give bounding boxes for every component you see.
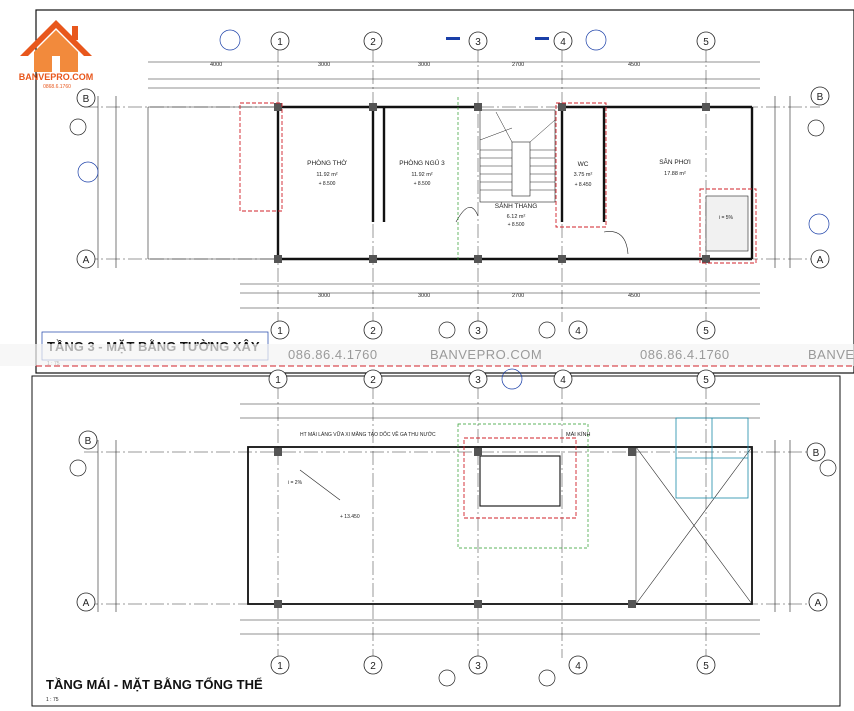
axis-5-bot: 5 <box>703 326 709 337</box>
callout-tags <box>77 29 830 235</box>
detail-box-bottom <box>463 437 577 519</box>
logo-brand: BANVEPRO.COM <box>18 72 94 82</box>
slope-bottom: i = 2% <box>288 480 303 486</box>
dim-bot-1: 3000 <box>318 293 330 299</box>
dim-top-5: 4500 <box>628 62 640 68</box>
room-level-1: + 8.500 <box>319 181 336 187</box>
axis-4-bot: 4 <box>575 326 581 337</box>
axis-2-top-b: 2 <box>370 375 376 386</box>
axis-1-bot: 1 <box>277 326 283 337</box>
columns-bottom <box>274 448 636 608</box>
room-area-1: 11.92 m² <box>316 172 337 178</box>
axis-4-bot-b: 4 <box>575 661 581 672</box>
room-name-5: SÂN PHƠI <box>659 157 691 166</box>
watermark-text: 086.86.4.1760 BANVEPRO.COM 086.86.4.1760… <box>288 347 854 362</box>
axis-bubbles-bottom <box>76 369 828 675</box>
axis-3-bot: 3 <box>475 326 481 337</box>
wm-phone-1: 086.86.4.1760 <box>288 347 378 362</box>
room-level-3: + 8.500 <box>508 222 525 228</box>
detail-boxes-top <box>239 102 757 264</box>
grid-lines-top <box>84 48 820 322</box>
dimension-text-top: 4000 3000 3000 2700 4500 3000 3000 2700 … <box>210 62 640 299</box>
axis-a-right-b: A <box>815 598 822 609</box>
columns-top <box>274 103 710 263</box>
roof-level: + 13.450 <box>340 514 360 520</box>
axis-3-bot-b: 3 <box>475 661 481 672</box>
axis-bubbles-top <box>76 31 830 340</box>
top-frame <box>35 9 854 374</box>
green-box-bottom <box>457 423 589 549</box>
room-labels-top: PHÒNG THỜ 11.92 m² + 8.500 PHÒNG NGỦ 3 1… <box>307 157 733 228</box>
roof-outline <box>247 446 753 605</box>
axis-3-top: 3 <box>475 37 481 48</box>
room-name-3: SẢNH THANG <box>495 201 538 210</box>
axis-1-top: 1 <box>277 37 283 48</box>
callout-tag-bottom <box>501 368 523 390</box>
room-name-4: WC <box>578 161 589 168</box>
dimension-lines-top <box>97 61 791 309</box>
axis-b-right: B <box>817 92 824 103</box>
watermark-band <box>0 344 854 366</box>
axis-a-left-b: A <box>83 598 90 609</box>
room-level-4: + 8.450 <box>575 182 592 188</box>
axis-5-top: 5 <box>703 37 709 48</box>
title-bottom: TẦNG MÁI - MẶT BẰNG TỔNG THỂ <box>46 677 263 692</box>
axis-a-right: A <box>817 255 824 266</box>
axis-2-bot-b: 2 <box>370 661 376 672</box>
room-name-1: PHÒNG THỜ <box>307 158 347 167</box>
logo-phone: 0868.6.1760 <box>43 84 71 90</box>
room-area-5: 17.88 m² <box>664 171 686 177</box>
roof-details <box>299 446 753 605</box>
axis-1-top-b: 1 <box>275 375 281 386</box>
axis-2-bot: 2 <box>370 326 376 337</box>
section-cut-mark-1 <box>446 37 460 40</box>
section-markers-bottom <box>69 459 837 687</box>
dim-top-2: 3000 <box>318 62 330 68</box>
note-glass: MÁI KÍNH <box>566 431 590 438</box>
axis-labels-bottom: 1 2 3 4 5 1 2 3 4 5 B A B A <box>83 375 822 672</box>
wm-site-2: BANVE <box>808 347 854 362</box>
section-cut-mark-2 <box>535 37 549 40</box>
wm-phone-2: 086.86.4.1760 <box>640 347 730 362</box>
bottom-frame <box>31 375 841 707</box>
wm-site-1: BANVEPRO.COM <box>430 347 542 362</box>
axis-5-bot-b: 5 <box>703 661 709 672</box>
axis-2-top: 2 <box>370 37 376 48</box>
slope-top: i = 5% <box>719 215 734 221</box>
dimension-lines-bottom <box>97 403 791 635</box>
axis-4-top: 4 <box>560 37 566 48</box>
room-area-3: 6.12 m² <box>507 214 526 220</box>
roof-notes: HT MÁI LÁNG VỮA XI MĂNG TẠO DỐC VỀ GA TH… <box>288 431 590 520</box>
axis-labels-top: 1 2 3 4 5 1 2 3 4 5 B A B A <box>83 37 824 337</box>
axis-b-left-b: B <box>85 436 92 447</box>
dim-bot-3: 2700 <box>512 293 524 299</box>
dim-bot-2: 3000 <box>418 293 430 299</box>
axis-a-left: A <box>83 255 90 266</box>
grid-lines-bottom <box>84 385 820 658</box>
walls-top <box>276 105 754 261</box>
axis-b-right-b: B <box>813 448 820 459</box>
room-area-4: 3.75 m² <box>574 172 593 178</box>
axis-3-top-b: 3 <box>475 375 481 386</box>
dim-top-4: 2700 <box>512 62 524 68</box>
axis-b-left: B <box>83 94 90 105</box>
axis-5-top-b: 5 <box>703 375 709 386</box>
dim-bot-4: 4500 <box>628 293 640 299</box>
note-roof: HT MÁI LÁNG VỮA XI MĂNG TẠO DỐC VỀ GA TH… <box>300 431 436 438</box>
room-area-2: 11.92 m² <box>411 172 432 178</box>
room-level-2: + 8.500 <box>414 181 431 187</box>
floor-drain-box <box>705 195 749 252</box>
dim-top-3: 3000 <box>418 62 430 68</box>
section-markers-top <box>69 118 825 339</box>
scale-bottom: 1 : 75 <box>46 697 59 703</box>
dim-top-1: 4000 <box>210 62 222 68</box>
stair-treads <box>479 111 556 191</box>
axis-1-bot-b: 1 <box>277 661 283 672</box>
room-name-2: PHÒNG NGỦ 3 <box>399 158 445 167</box>
axis-4-top-b: 4 <box>560 375 566 386</box>
logo-house-icon <box>20 20 92 72</box>
cyan-grid-bottom <box>675 417 749 499</box>
